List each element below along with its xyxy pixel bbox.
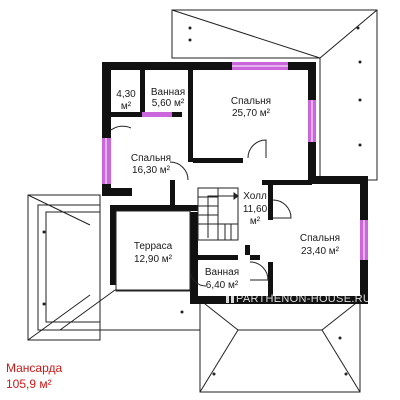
- room-hall-area-line1: 11,60: [243, 204, 268, 215]
- room-small: 4,30 м²: [116, 89, 136, 112]
- room-bedroom-se-name: Спальня: [300, 233, 340, 244]
- floor-title: Мансарда: [6, 361, 63, 375]
- room-bedroom-w-name: Спальня: [131, 153, 171, 164]
- room-bath-bottom-name: Ванная: [205, 267, 239, 278]
- room-terrace-area: 12,90 м²: [134, 254, 173, 265]
- room-bedroom-w-area: 16,30 м²: [132, 165, 171, 176]
- room-hall: Холл 11,60 м²: [243, 191, 268, 227]
- watermark: PARTHENON-HOUSE.RU: [226, 291, 371, 305]
- room-hall-name: Холл: [243, 191, 267, 202]
- room-hall-area-line2: м²: [250, 216, 261, 227]
- room-bedroom-ne-area: 25,70 м²: [232, 108, 271, 119]
- room-bath-top: Ванная 5,60 м²: [151, 87, 185, 109]
- room-bedroom-se-area: 23,40 м²: [301, 246, 340, 257]
- roof-outline: [27, 9, 378, 393]
- watermark-text: PARTHENON-HOUSE.RU: [236, 293, 371, 305]
- floor-total-area: 105,9 м²: [6, 377, 52, 391]
- room-bath-top-area: 5,60 м²: [152, 98, 185, 109]
- room-bedroom-w: Спальня 16,30 м²: [131, 153, 171, 176]
- window-bath: [142, 112, 172, 117]
- room-terrace-name: Терраса: [134, 241, 173, 252]
- room-bath-bottom: Ванная 6,40 м²: [205, 267, 239, 291]
- room-bath-top-name: Ванная: [151, 87, 185, 98]
- room-bedroom-ne-name: Спальня: [231, 96, 271, 107]
- terrace-outline: [115, 210, 191, 292]
- room-small-area-line2: м²: [121, 101, 132, 112]
- staircase: [197, 187, 239, 241]
- roof-markers: [42, 26, 362, 376]
- door-swings: [110, 125, 292, 287]
- room-terrace: Терраса 12,90 м²: [134, 241, 173, 265]
- room-bath-bottom-area: 6,40 м²: [206, 280, 239, 291]
- room-bedroom-ne: Спальня 25,70 м²: [231, 96, 271, 119]
- watermark-logo: [226, 291, 229, 303]
- room-small-area-line1: 4,30: [116, 89, 136, 100]
- room-bedroom-se: Спальня 23,40 м²: [300, 233, 340, 257]
- window-inner-lines: [105, 65, 365, 260]
